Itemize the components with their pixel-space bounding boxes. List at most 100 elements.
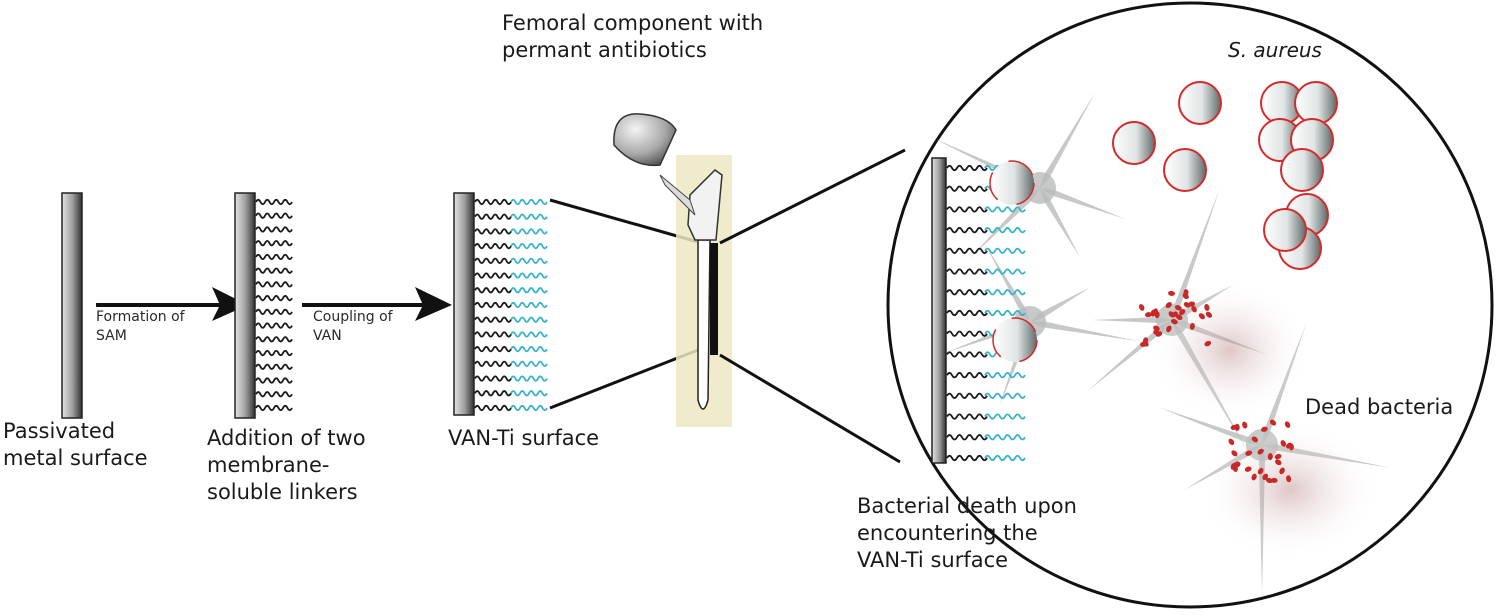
label-van-ti-surface: VAN-Ti surface <box>448 426 600 450</box>
vancomycin-chain <box>510 272 548 279</box>
femoral-implant <box>613 113 732 427</box>
implant-coated-section <box>710 243 718 355</box>
live-bacterium <box>1178 81 1222 125</box>
linker-chain <box>946 164 988 172</box>
vancomycin-chain <box>984 206 1026 213</box>
linker-chain <box>946 289 988 296</box>
vancomycin-chain <box>984 247 1026 254</box>
vancomycin-chain <box>510 360 548 367</box>
live-bacterium <box>1280 148 1324 192</box>
vancomycin-chain <box>984 392 1026 399</box>
dead-bacterium-fragment <box>1170 319 1178 325</box>
attacked-bacterium <box>989 160 1035 206</box>
dead-bacterium-fragment <box>1267 453 1273 461</box>
dead-bacterium-fragment <box>1269 419 1277 426</box>
zoom-line-lower-left <box>549 348 699 410</box>
linker-chain <box>474 243 512 250</box>
vancomycin-chain <box>984 413 1026 420</box>
dead-bacterium-fragment <box>1179 309 1186 316</box>
live-bacterium <box>1294 81 1338 125</box>
dead-bacterium-fragment <box>1175 314 1183 321</box>
linker-chain <box>474 360 512 367</box>
linker-chain <box>255 212 293 219</box>
dead-bacterium-fragment <box>1279 467 1285 475</box>
linker-chain <box>474 390 512 397</box>
linker-chain <box>255 322 293 329</box>
zoom-line-lower-right <box>719 353 901 464</box>
vancomycin-chain <box>510 257 548 264</box>
linker-chain <box>946 185 988 192</box>
dead-bacterium-fragment <box>1198 313 1205 320</box>
dead-bacterium-fragment <box>1245 450 1253 456</box>
van-linker-chains-step3 <box>474 198 548 412</box>
dead-bacterium-fragment <box>1251 436 1258 443</box>
dead-bacterium-fragment <box>1260 426 1268 432</box>
grey-cell <box>1087 188 1266 450</box>
vancomycin-chain <box>510 331 548 338</box>
dead-bacterium-fragment <box>1251 473 1257 481</box>
linker-chain <box>946 454 988 462</box>
linker-chain <box>255 308 293 315</box>
linker-chain <box>255 226 293 233</box>
linker-chain <box>255 391 293 398</box>
dead-bacterium-fragment <box>1231 450 1238 457</box>
dead-bacterium-fragment <box>1152 308 1158 315</box>
dead-bacterium-fragment <box>1257 448 1264 455</box>
vancomycin-chain <box>984 372 1026 379</box>
dead-bacterium-fragment <box>1142 340 1149 347</box>
dead-bacterium-fragment <box>1228 438 1235 446</box>
dead-bacterium-fragment <box>1284 421 1291 428</box>
arrow-coupling-of-van <box>302 287 452 321</box>
linker-chain <box>255 295 293 302</box>
linker-chain <box>474 346 512 353</box>
vancomycin-chain <box>510 375 548 382</box>
zoom-line-upper-right <box>719 148 906 245</box>
linker-chain <box>474 375 512 382</box>
linker-chain <box>255 336 293 343</box>
label-formation-of-sam: Formation of SAM <box>96 309 185 344</box>
sam-metal-plate <box>234 192 256 419</box>
linker-chain <box>474 272 512 279</box>
dead-bacterium-fragment <box>1265 477 1273 484</box>
linker-chain <box>255 253 293 261</box>
dead-bacterium-fragment <box>1257 467 1264 475</box>
vancomycin-chain <box>984 227 1026 234</box>
dead-bacterium-fragment <box>1286 475 1292 483</box>
linker-chain <box>474 301 512 309</box>
linker-chain <box>946 392 988 399</box>
vancomycin-chain <box>510 346 548 353</box>
dead-bacterium-fragment <box>1230 424 1238 430</box>
dead-bacterium-fragment <box>1138 304 1145 311</box>
linker-chain <box>255 377 293 384</box>
dead-bacterium-fragment <box>1244 466 1252 472</box>
linker-chain <box>946 434 988 441</box>
dead-bacterium-fragment <box>1191 305 1197 313</box>
attacked-bacterium <box>992 317 1038 363</box>
vancomycin-chain <box>510 243 548 250</box>
dead-bacteria-halo <box>1150 280 1310 420</box>
vancomycin-chain <box>510 301 548 309</box>
label-s-aureus: S. aureus <box>1228 38 1322 62</box>
linker-chain <box>474 331 512 338</box>
linker-chains-step2 <box>255 198 293 412</box>
dead-bacterium-fragment <box>1205 311 1213 318</box>
linker-chain <box>474 287 512 294</box>
vancomycin-chain <box>510 287 548 294</box>
dead-bacterium-fragment <box>1270 477 1278 483</box>
linker-chain <box>946 413 988 420</box>
dead-bacterium-fragment <box>1166 325 1172 333</box>
linker-chain <box>474 213 512 220</box>
dead-bacterium-fragment <box>1274 453 1282 460</box>
label-dead-bacteria: Dead bacteria <box>1305 395 1454 419</box>
vancomycin-chain <box>510 213 548 220</box>
linker-chain <box>255 281 293 288</box>
van-linker-chains-zoom <box>946 164 1026 462</box>
linker-chain <box>255 404 293 412</box>
vancomycin-chain <box>984 454 1026 462</box>
linker-chain <box>255 198 293 206</box>
live-bacterium <box>1112 121 1156 165</box>
linker-chain <box>474 257 512 264</box>
dead-bacterium-fragment <box>1168 290 1176 296</box>
dead-bacteria-halo <box>1200 420 1380 560</box>
